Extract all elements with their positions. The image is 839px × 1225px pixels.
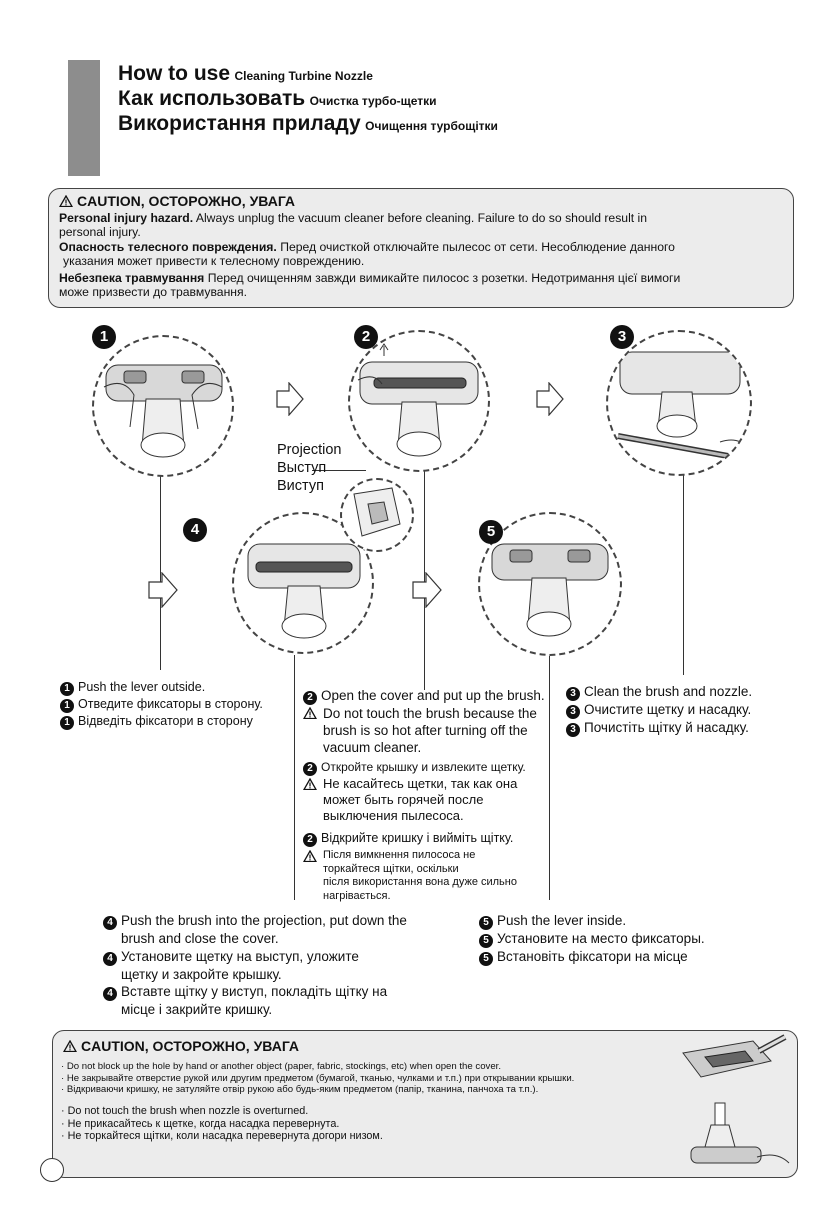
caution-box-top: CAUTION, ОСТОРОЖНО, УВАГА Personal injur…: [48, 188, 794, 308]
projection-detail: [340, 478, 414, 552]
caution-heading: CAUTION, ОСТОРОЖНО, УВАГА: [59, 193, 295, 209]
step-1-number: 1: [92, 325, 116, 349]
title-uk: Використання приладу Очищення турбощітки: [118, 112, 498, 135]
connector-line-2: [424, 465, 425, 690]
nozzle-overturned-illustration: [687, 1097, 791, 1173]
warning-icon: [303, 850, 317, 862]
title-en: How to use Cleaning Turbine Nozzle: [118, 62, 373, 85]
caution-heading: CAUTION, ОСТОРОЖНО, УВАГА: [63, 1038, 299, 1054]
arrow-right-icon: [536, 382, 564, 416]
caution-box-bottom: CAUTION, ОСТОРОЖНО, УВАГА · Do not block…: [52, 1030, 798, 1178]
connector-line-3: [683, 460, 684, 675]
nozzle-open-illustration: [675, 1031, 793, 1095]
caution-ru: Опасность телесного повреждения. Перед о…: [59, 240, 675, 268]
warning-icon: [59, 195, 73, 207]
step-2-number: 2: [354, 325, 378, 349]
step-5-number: 5: [479, 520, 503, 544]
section-tab: [68, 60, 100, 176]
projection-label: Projection Выступ Виступ: [277, 442, 342, 494]
step-3-illustration: [606, 330, 752, 476]
step-2-illustration: [348, 330, 490, 472]
step-1-illustration: [92, 335, 234, 477]
step-3-number: 3: [610, 325, 634, 349]
connector-line-4: [294, 655, 295, 900]
caution-en: Personal injury hazard. Always unplug th…: [59, 211, 648, 239]
title-ru: Как использовать Очистка турбо-щетки: [118, 87, 437, 110]
warning-icon: [303, 707, 317, 719]
connector-line-1: [160, 465, 161, 670]
step-4-number: 4: [183, 518, 207, 542]
caution-bullets-1: · Do not block up the hole by hand or an…: [61, 1061, 575, 1095]
connector-line-5: [549, 655, 550, 900]
projection-leader: [312, 470, 366, 471]
arrow-right-icon: [276, 382, 304, 416]
caution-bullets-2: · Do not touch the brush when nozzle is …: [61, 1105, 383, 1142]
page-number-circle: [40, 1158, 64, 1182]
arrow-right-icon: [412, 572, 442, 608]
warning-icon: [63, 1040, 77, 1052]
caution-uk: Небезпека травмування Перед очищенням за…: [59, 271, 681, 299]
arrow-right-icon: [148, 572, 178, 608]
warning-icon: [303, 778, 317, 790]
